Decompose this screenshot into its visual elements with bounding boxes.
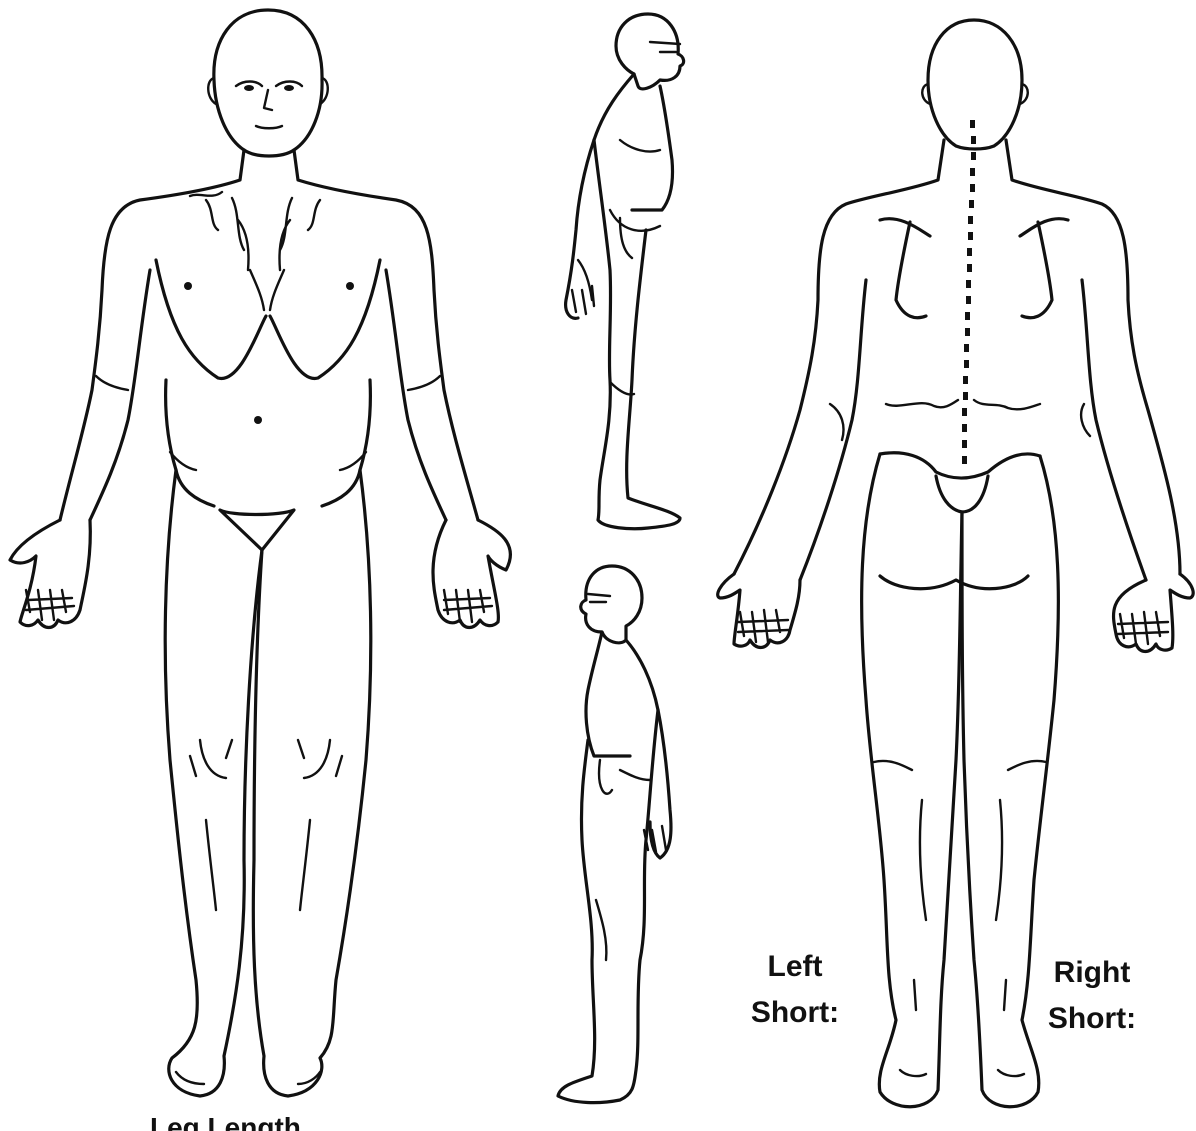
lateral-figure-facing-right bbox=[566, 14, 684, 529]
right-label-line2: Short: bbox=[1022, 996, 1162, 1042]
leg-length-label: Leg Length bbox=[150, 1112, 301, 1131]
lateral-figure-facing-left bbox=[558, 566, 671, 1103]
left-short-label: Left Short: bbox=[730, 944, 860, 1036]
left-label-line1: Left bbox=[730, 944, 860, 990]
left-label-line2: Short: bbox=[730, 990, 860, 1036]
spine-dotted-line bbox=[962, 120, 976, 464]
leg-length-text: Leg Length bbox=[150, 1112, 301, 1131]
anterior-figure bbox=[10, 10, 510, 1096]
right-label-line1: Right bbox=[1022, 950, 1162, 996]
right-short-label: Right Short: bbox=[1022, 950, 1162, 1042]
